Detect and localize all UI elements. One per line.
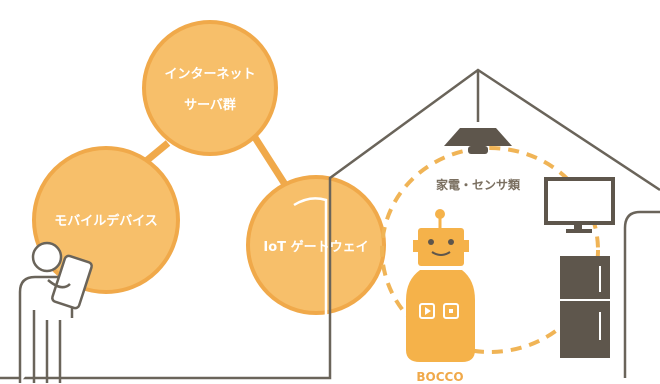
fridge-icon xyxy=(560,256,610,358)
bocco-label: BOCCO xyxy=(416,370,464,384)
wireless-dashed-loop xyxy=(380,146,600,354)
lamp-icon xyxy=(444,70,512,154)
house-inner-wall xyxy=(623,210,660,378)
internet-label-line2: サーバ群 xyxy=(184,98,236,113)
iot-gateway-label: IoT ゲートウェイ xyxy=(263,240,369,255)
internet-server-node xyxy=(142,20,278,156)
internet-label-line1: インターネット xyxy=(164,67,256,82)
connector-internet-gateway xyxy=(251,134,289,188)
gateway-inner-line xyxy=(293,197,328,372)
tv-icon xyxy=(544,177,615,233)
house-outline xyxy=(0,68,660,380)
iot-gateway-node xyxy=(246,175,386,315)
person-with-phone-icon xyxy=(18,241,93,383)
mobile-device-label: モバイルデバイス xyxy=(54,214,158,229)
bocco-robot-icon xyxy=(406,209,475,362)
connector-internet-mobile xyxy=(142,140,171,165)
appliances-label: 家電・センサ類 xyxy=(435,178,520,192)
